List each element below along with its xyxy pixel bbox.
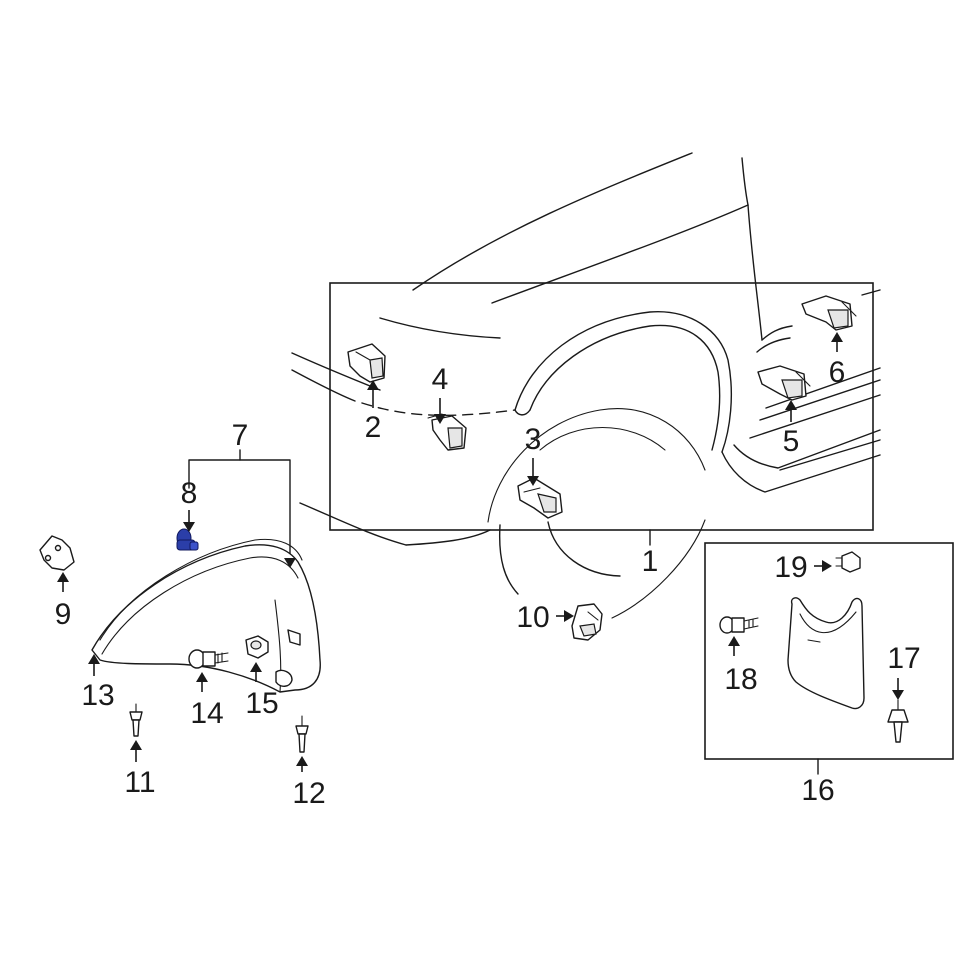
part-12-pin xyxy=(295,715,309,753)
callout-arrows xyxy=(57,332,904,772)
callout-8: 8 xyxy=(181,477,198,510)
part-10-bracket xyxy=(571,603,603,641)
callout-16: 16 xyxy=(801,774,834,807)
part-9-bracket xyxy=(39,535,75,571)
callout-5: 5 xyxy=(783,425,800,458)
callout-14: 14 xyxy=(190,697,223,730)
mud-flap xyxy=(787,597,865,710)
callout-7: 7 xyxy=(232,419,249,452)
callout-18: 18 xyxy=(724,663,757,696)
part-15-nut xyxy=(245,635,269,659)
part-8-clip xyxy=(176,528,199,551)
callout-12: 12 xyxy=(292,777,325,810)
callout-2: 2 xyxy=(365,411,382,444)
part-14-bolt xyxy=(188,649,229,669)
callout-1: 1 xyxy=(642,545,659,578)
part-4-clip xyxy=(427,413,467,451)
callout-9: 9 xyxy=(55,598,72,631)
inset-box-1 xyxy=(329,282,874,531)
part-3-bracket xyxy=(517,477,563,519)
part-18-bolt xyxy=(719,616,759,634)
fender-flare xyxy=(91,538,321,693)
callout-6: 6 xyxy=(829,356,846,389)
part-6-bracket xyxy=(801,295,857,331)
inset-box-16 xyxy=(704,542,954,760)
bracket-line-7 xyxy=(188,449,291,559)
part-2-bracket xyxy=(347,343,386,383)
part-11-pin xyxy=(129,703,143,737)
vehicle-body-outline xyxy=(291,152,881,619)
callout-4: 4 xyxy=(432,363,449,396)
part-19-screw xyxy=(835,551,861,573)
callout-17: 17 xyxy=(887,642,920,675)
callout-10: 10 xyxy=(516,601,549,634)
callout-13: 13 xyxy=(81,679,114,712)
part-17-pin xyxy=(887,699,909,743)
callout-15: 15 xyxy=(245,687,278,720)
callout-3: 3 xyxy=(525,423,542,456)
callout-19: 19 xyxy=(774,551,807,584)
callout-11: 11 xyxy=(124,766,155,799)
part-5-bracket xyxy=(757,365,811,401)
